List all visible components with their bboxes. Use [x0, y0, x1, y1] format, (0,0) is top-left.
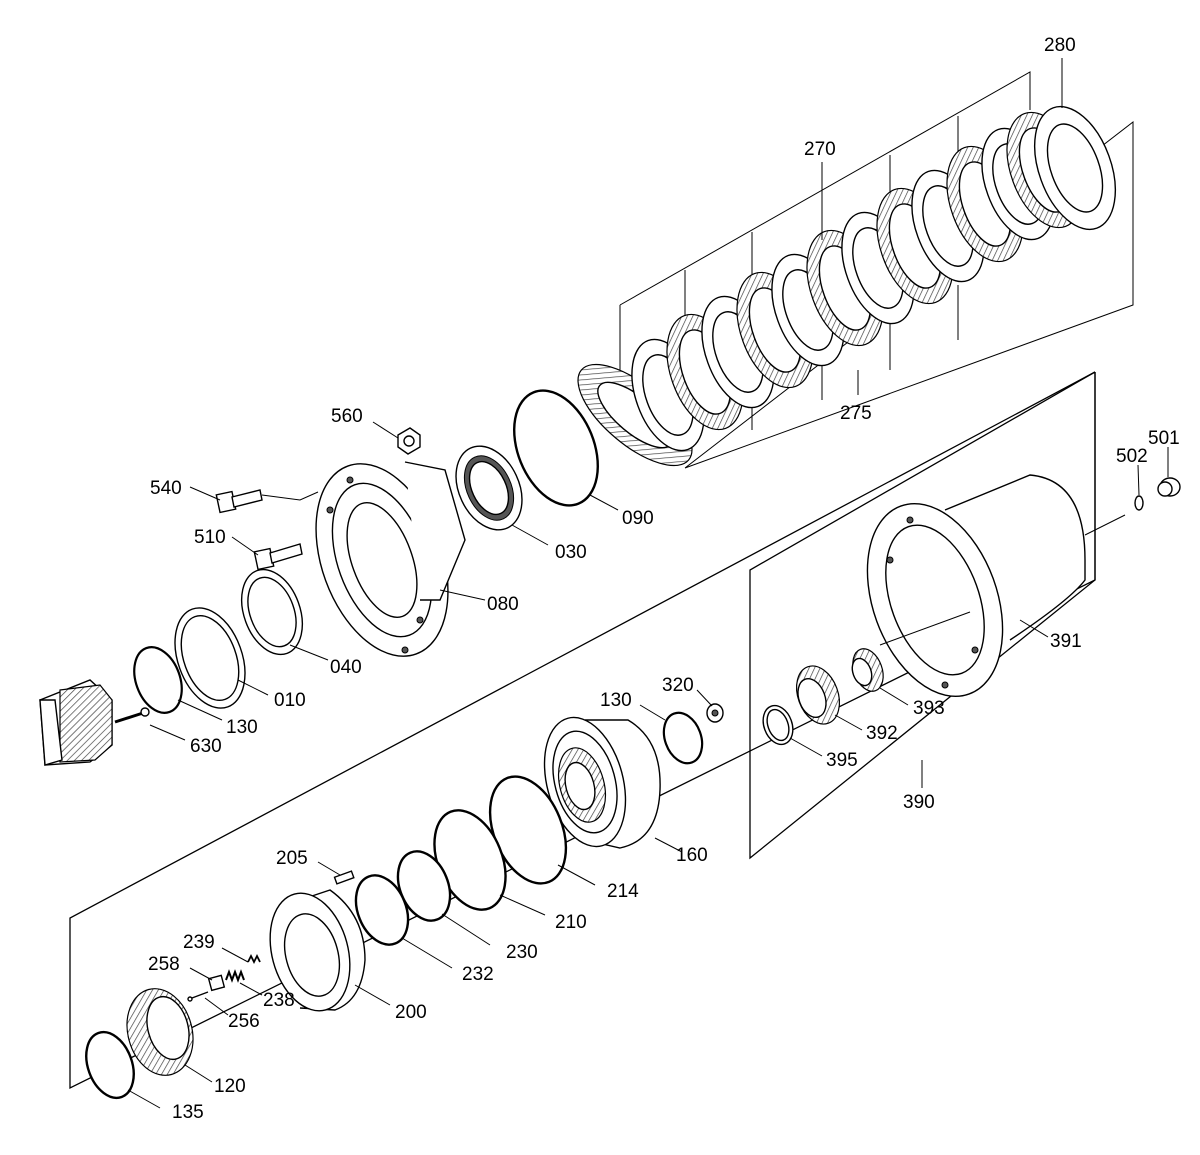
housing-391: [866, 474, 1086, 698]
pin-258: [207, 974, 226, 992]
label-200: 200: [395, 1002, 427, 1023]
washer-502: [1134, 495, 1144, 511]
ring-232: [354, 874, 410, 946]
label-630: 630: [190, 736, 222, 757]
housing-080: [315, 461, 466, 657]
leader-bolt-540: [261, 491, 319, 501]
label-256: 256: [228, 1011, 260, 1032]
label-030: 030: [555, 542, 587, 563]
piston-160: [543, 716, 661, 849]
pin-205: [333, 870, 355, 885]
label-205: 205: [276, 848, 308, 869]
part-labels: 280 270 275 560 540 510 090 030 080 040 …: [148, 35, 1180, 1123]
label-560: 560: [331, 406, 363, 427]
o-ring-130-left: [133, 646, 183, 714]
hub-630: [39, 679, 150, 766]
label-390: 390: [903, 792, 935, 813]
label-135: 135: [172, 1102, 204, 1123]
label-214: 214: [607, 881, 639, 902]
label-501: 501: [1148, 428, 1180, 449]
label-010: 010: [274, 690, 306, 711]
spring-238: [225, 969, 245, 983]
label-080: 080: [487, 594, 519, 615]
washer-320: [706, 703, 724, 723]
label-230: 230: [506, 942, 538, 963]
o-ring-130-right: [662, 711, 704, 765]
label-395: 395: [826, 750, 858, 771]
pin-256: [187, 991, 209, 1002]
bearing-030: [455, 445, 523, 531]
carrier-200: [269, 889, 366, 1012]
label-393: 393: [913, 698, 945, 719]
ring-395: [762, 704, 794, 746]
seal-040: [240, 568, 304, 656]
gear-120: [126, 988, 194, 1076]
clutch-plates: [577, 105, 1116, 467]
label-210: 210: [555, 912, 587, 933]
label-510: 510: [194, 527, 226, 548]
assembly-outline-390: [749, 371, 1096, 860]
o-ring-090: [513, 389, 599, 507]
bolt-540: [215, 489, 263, 514]
label-239: 239: [183, 932, 215, 953]
label-502: 502: [1116, 446, 1148, 467]
spring-239: [247, 953, 261, 965]
nut-560: [397, 427, 421, 455]
bolt-510: [253, 543, 303, 571]
label-280: 280: [1044, 35, 1076, 56]
label-391: 391: [1050, 631, 1082, 652]
label-270: 270: [804, 139, 836, 160]
plug-501: [1157, 477, 1181, 497]
label-392: 392: [866, 723, 898, 744]
label-130-left: 130: [226, 717, 258, 738]
label-238: 238: [263, 990, 295, 1011]
label-120: 120: [214, 1076, 246, 1097]
label-320: 320: [662, 675, 694, 696]
seal-010: [174, 607, 246, 709]
label-258: 258: [148, 954, 180, 975]
label-130-right: 130: [600, 690, 632, 711]
o-ring-135: [85, 1030, 135, 1100]
label-160: 160: [676, 845, 708, 866]
label-275: 275: [840, 403, 872, 424]
gear-393: [851, 648, 884, 692]
label-232: 232: [462, 964, 494, 985]
label-090: 090: [622, 508, 654, 529]
gear-392: [795, 665, 841, 725]
label-040: 040: [330, 657, 362, 678]
leader-lines: [127, 58, 1169, 1109]
label-540: 540: [150, 478, 182, 499]
